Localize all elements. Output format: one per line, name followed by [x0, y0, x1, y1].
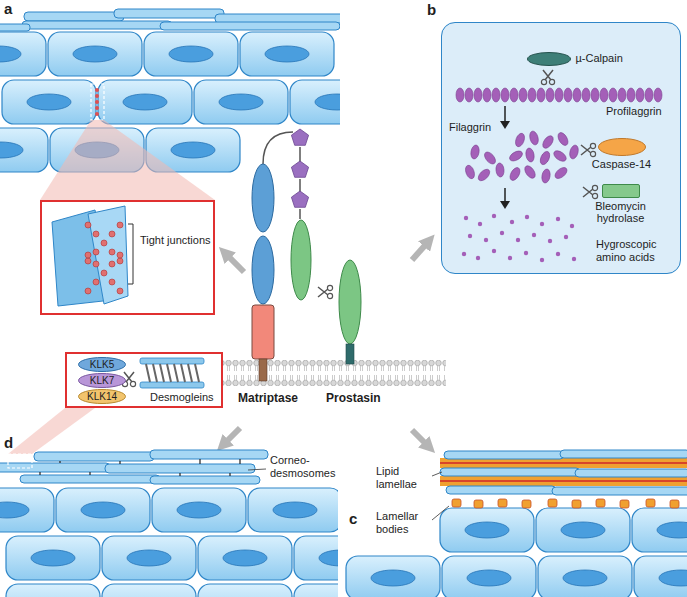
- enzyme-box: Bleomycin hydrolase: [602, 184, 640, 198]
- node-shape: [527, 52, 571, 66]
- label: Filaggrin: [449, 121, 491, 133]
- enzyme-ellipse: Caspase-14: [598, 138, 646, 156]
- protease-ellipse: KLK14: [78, 389, 126, 404]
- node-label: b: [427, 1, 436, 18]
- label: Hygroscopic amino acids: [596, 238, 676, 263]
- label: Corneo-desmosomes: [270, 454, 336, 479]
- protein-label: Prostasin: [326, 391, 381, 405]
- node-label: KLK14: [78, 389, 126, 404]
- inset-box: Tight junctions: [40, 200, 215, 315]
- protease-ellipse: KLK5: [78, 357, 126, 372]
- node-label: KLK5: [78, 357, 126, 372]
- enzyme-ellipse: µ-Calpain: [527, 52, 571, 66]
- inset-box: Desmogleins KLK5KLK7KLK14: [65, 352, 223, 408]
- node-shape: [598, 138, 646, 156]
- protease-ellipse: KLK7: [78, 373, 126, 388]
- node-outline: [79, 358, 126, 372]
- node-label: KLK7: [78, 373, 126, 388]
- panel-letter: d: [4, 434, 13, 451]
- panel-letter: c: [349, 510, 357, 527]
- node-outline: [602, 184, 639, 197]
- node-label: Tight junctions: [140, 234, 212, 247]
- panel-letter: a: [4, 0, 12, 17]
- node-outline: [79, 374, 126, 388]
- panel-box: bµ-CalpainCaspase-14Bleomycin hydrolase: [441, 22, 681, 274]
- node-shape: [602, 184, 640, 198]
- label: Lipid lamellae: [376, 465, 431, 490]
- label: Profilaggrin: [606, 105, 662, 117]
- node-outline: [598, 138, 645, 155]
- node-label: µ-Calpain: [576, 52, 623, 64]
- node-label: Caspase-14: [587, 158, 657, 170]
- protein-label: Matriptase: [238, 391, 298, 405]
- node-label: Desmogleins: [150, 391, 214, 403]
- node-outline: [79, 390, 126, 404]
- node-label: Bleomycin hydrolase: [581, 200, 661, 225]
- node-outline: [527, 52, 570, 65]
- label: Lamellar bodies: [376, 510, 431, 535]
